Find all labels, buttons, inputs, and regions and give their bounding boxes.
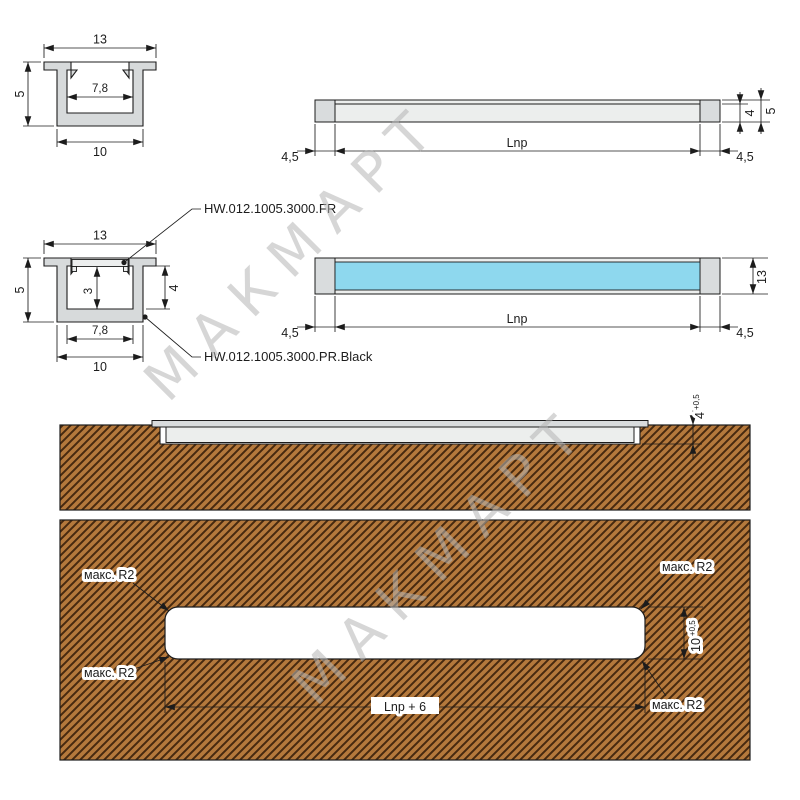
dim-text-width-inner: 7,8 [92,83,108,95]
dim-text-width-bottom: 10 [93,360,107,374]
view-cutout-plan: макс. R2 макс. R2 макс. R2 макс. R2 Lnp … [59,519,751,761]
view-cross-section-diffuser: 13 5 3 4 7,8 10 [13,201,373,374]
dim-text-width-inner: 7,8 [92,325,108,337]
dim-heights-right: 4 5 [722,88,778,134]
dim-total-height: 13 [722,257,769,295]
dim-text-length: Lnp [507,136,528,150]
leader-line [641,660,667,697]
radius-text-top-right: макс. R2 [662,560,712,574]
dim-text-width-bottom: 10 [93,145,107,159]
dim-text-end-right: 4,5 [736,150,753,164]
dim-text-total-height: 13 [755,270,769,284]
radius-label-bottom-left: макс. R2 [81,656,170,683]
dim-tolerance: +0,5 [688,620,697,636]
groove-outline [159,425,641,445]
radius-text-top-left: макс. R2 [84,568,134,582]
radius-text-bottom-left: макс. R2 [84,666,134,680]
dim-width-inner: 7,8 [67,83,133,101]
profile-lip-hooks [70,69,130,80]
profile-lip-hooks [70,265,130,276]
dim-text-cutout-width: 10 +0,5 [688,620,703,652]
dim-width-bottom: 10 [56,325,144,374]
dim-depth-below-diffuser: 3 [83,267,101,309]
profile-side-body [314,99,721,123]
view-installation: 4 +0,5 [59,391,751,511]
part-label-diffuser: HW.012.1005.3000.FR [204,201,336,216]
end-cap-left [314,99,336,123]
diffuser-foot-right [123,266,129,272]
dim-inner-depth: 4 [146,265,181,310]
leader-diffuser-code: HW.012.1005.3000.FR [121,201,336,266]
dim-width-bottom: 10 [56,129,144,159]
dim-text-inner-height: 4 [743,109,757,116]
dim-width-top: 13 [43,33,157,58]
dim-text-inner-depth: 4 [167,284,181,291]
dim-cutout-length: Lnp + 6 [164,662,646,717]
dim-text-width-top: 13 [93,229,107,243]
profile-cross-section [43,61,157,127]
view-side-diffuser: 4,5 Lnp 4,5 13 [281,257,769,340]
view-side-plain: 4,5 Lnp 4,5 4 5 [281,88,778,164]
radius-label-top-right: макс. R2 [640,557,715,610]
dim-value: 4 [693,412,707,419]
dim-length-row: 4,5 Lnp 4,5 [281,296,754,340]
dim-tolerance: +0,5 [692,394,701,410]
part-label-profile: HW.012.1005.3000.PR.Black [204,349,373,364]
dim-width-top: 13 [43,229,157,254]
end-cap-right [699,257,721,295]
dim-text-depth-below-diffuser: 3 [83,288,95,294]
dim-text-recess-depth: 4 +0,5 [692,394,707,419]
radius-label-top-left: макс. R2 [81,565,170,612]
dim-text-length: Lnp [507,312,528,326]
dim-text-end-right: 4,5 [736,326,753,340]
dim-recess-depth: 4 +0,5 [642,391,710,460]
end-cap-right [699,99,721,123]
radius-label-bottom-right: макс. R2 [641,660,705,715]
radius-text-bottom-right: макс. R2 [652,698,702,712]
dim-text-height: 5 [13,286,27,293]
leader-profile-code: HW.012.1005.3000.PR.Black [142,314,373,364]
diffuser-plate [71,259,129,267]
leader-line [640,574,674,610]
dim-height: 5 [13,61,54,127]
dim-length-row: 4,5 Lnp 4,5 [281,124,754,164]
leader-line [132,582,170,612]
dim-cutout-width: 10 +0,5 [648,606,706,660]
dim-text-cutout-length: Lnp + 6 [384,700,426,714]
diffuser-foot-left [71,266,77,272]
leader-line [144,316,201,358]
leader-line [123,208,201,263]
dim-text-width-top: 13 [93,33,107,47]
diffuser-strip [334,261,701,291]
dim-height: 5 [13,257,54,323]
dim-text-end-left: 4,5 [281,150,298,164]
dim-text-height: 5 [13,90,27,97]
leader-line [133,656,170,670]
dim-value: 10 [689,638,703,652]
watermark-text: МАКМАРТ [132,90,456,414]
view-cross-section-plain: 13 5 7,8 10 [13,33,157,159]
cutout-opening [164,606,646,660]
dim-width-inner: 7,8 [66,325,134,344]
profile-flange [151,420,649,428]
label-backplate [371,697,439,714]
profile-cross-section [43,257,157,323]
dim-text-total-height: 5 [764,107,778,114]
dim-text-end-left: 4,5 [281,326,298,340]
